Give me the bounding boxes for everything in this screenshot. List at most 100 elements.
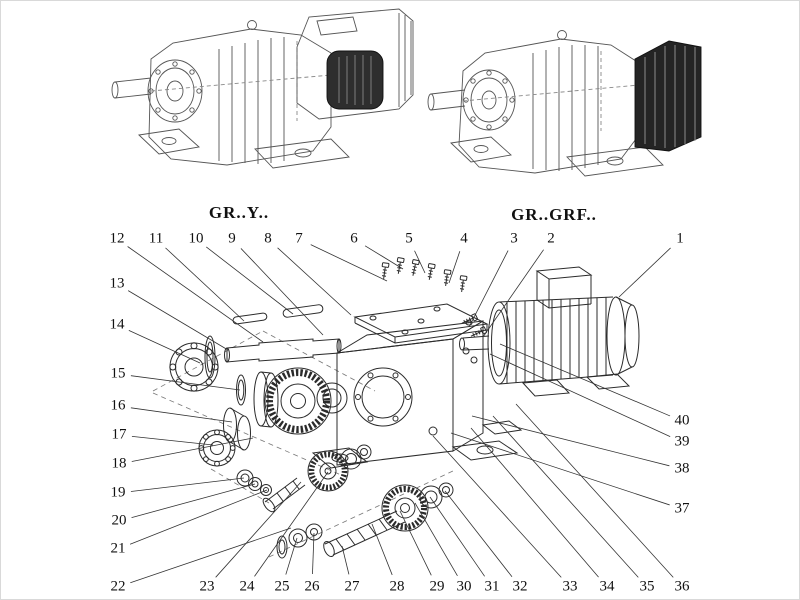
callout-9: 9 <box>226 230 238 247</box>
callout-15: 15 <box>108 365 128 382</box>
motor-left <box>296 8 414 120</box>
callout-27: 27 <box>342 578 362 595</box>
leader-line-27 <box>341 545 350 575</box>
leader-line-1 <box>618 247 671 298</box>
gear-housing <box>311 320 523 469</box>
callout-14: 14 <box>107 316 127 333</box>
leader-line-8 <box>277 247 352 316</box>
callout-13: 13 <box>107 275 127 292</box>
leader-line-31 <box>429 496 485 577</box>
leader-line-38 <box>471 415 670 467</box>
sleeve-and-bearing <box>198 407 251 467</box>
output-boss-right <box>462 69 516 131</box>
leader-line-25 <box>285 537 298 575</box>
leader-line-13 <box>127 290 229 351</box>
callout-20: 20 <box>109 512 129 529</box>
gearmotor-left-drawing <box>111 8 414 169</box>
leader-line-28 <box>371 523 393 576</box>
leader-line-18 <box>131 437 254 462</box>
callout-24: 24 <box>237 578 257 595</box>
callout-12: 12 <box>107 230 127 247</box>
leader-line-9 <box>240 248 324 336</box>
leader-line-19 <box>130 477 245 492</box>
flange-bolts <box>460 313 488 364</box>
callout-23: 23 <box>197 578 217 595</box>
fan-cover-dark-block <box>634 40 702 152</box>
model-label-gr-y: GR..Y.. <box>208 203 270 222</box>
leader-line-22 <box>130 527 292 584</box>
callout-8: 8 <box>262 230 274 247</box>
leader-line-15 <box>130 375 241 391</box>
callout-2: 2 <box>545 230 557 247</box>
leader-line-32 <box>444 490 513 578</box>
callout-40: 40 <box>672 412 692 429</box>
leader-line-21 <box>129 489 268 545</box>
leader-line-39 <box>489 353 671 437</box>
leader-line-2 <box>482 249 544 338</box>
leader-line-24 <box>254 471 329 577</box>
seal-and-bearing <box>169 335 246 406</box>
callout-17: 17 <box>109 426 129 443</box>
leader-line-20 <box>131 483 256 518</box>
callout-33: 33 <box>560 578 580 595</box>
leader-line-30 <box>414 502 458 576</box>
callout-34: 34 <box>597 578 617 595</box>
callout-36: 36 <box>672 578 692 595</box>
leader-line-16 <box>130 407 233 423</box>
callout-37: 37 <box>672 500 692 517</box>
callout-7: 7 <box>293 230 305 247</box>
leader-line-36 <box>515 403 674 578</box>
leader-line-10 <box>206 246 294 315</box>
leader-line-17 <box>131 435 214 446</box>
leader-line-35 <box>492 415 639 578</box>
leader-line-33 <box>432 435 562 578</box>
callout-1: 1 <box>674 230 686 247</box>
leader-line-26 <box>312 532 315 575</box>
callout-26: 26 <box>302 578 322 595</box>
model-label-gr-grf: GR..GRF.. <box>511 205 597 224</box>
callout-3: 3 <box>508 230 520 247</box>
callout-16: 16 <box>108 397 128 414</box>
callout-38: 38 <box>672 460 692 477</box>
intermediate-pinion-gear <box>262 444 372 513</box>
leader-line-29 <box>399 510 432 576</box>
leader-line-6 <box>364 245 404 270</box>
callout-31: 31 <box>482 578 502 595</box>
output-boss-left <box>147 59 203 123</box>
callout-19: 19 <box>108 484 128 501</box>
callout-11: 11 <box>146 230 166 247</box>
callout-10: 10 <box>186 230 206 247</box>
leader-line-34 <box>470 427 599 578</box>
callout-35: 35 <box>637 578 657 595</box>
callout-32: 32 <box>510 578 530 595</box>
inspection-cover <box>353 303 489 344</box>
callout-22: 22 <box>108 578 128 595</box>
leader-line-23 <box>215 481 302 578</box>
leader-line-14 <box>128 330 201 364</box>
callout-4: 4 <box>458 230 470 247</box>
callout-25: 25 <box>272 578 292 595</box>
callout-28: 28 <box>387 578 407 595</box>
callout-21: 21 <box>108 540 128 557</box>
leader-line-3 <box>468 250 509 328</box>
callout-6: 6 <box>348 230 360 247</box>
callout-18: 18 <box>109 455 129 472</box>
leader-line-40 <box>499 343 671 417</box>
leader-line-11 <box>165 247 245 322</box>
bottom-shaft-assembly <box>276 482 454 559</box>
leader-line-4 <box>448 251 461 284</box>
leader-line-37 <box>450 432 670 506</box>
exploded-view <box>152 257 640 559</box>
electric-motor <box>459 266 640 397</box>
gearmotor-right-drawing <box>427 30 702 177</box>
callout-30: 30 <box>454 578 474 595</box>
leader-line-5 <box>414 250 426 274</box>
callout-39: 39 <box>672 433 692 450</box>
gear-cluster-mid <box>253 367 348 435</box>
leader-line-7 <box>310 244 388 282</box>
leader-line-12 <box>127 246 264 343</box>
callout-5: 5 <box>403 230 415 247</box>
